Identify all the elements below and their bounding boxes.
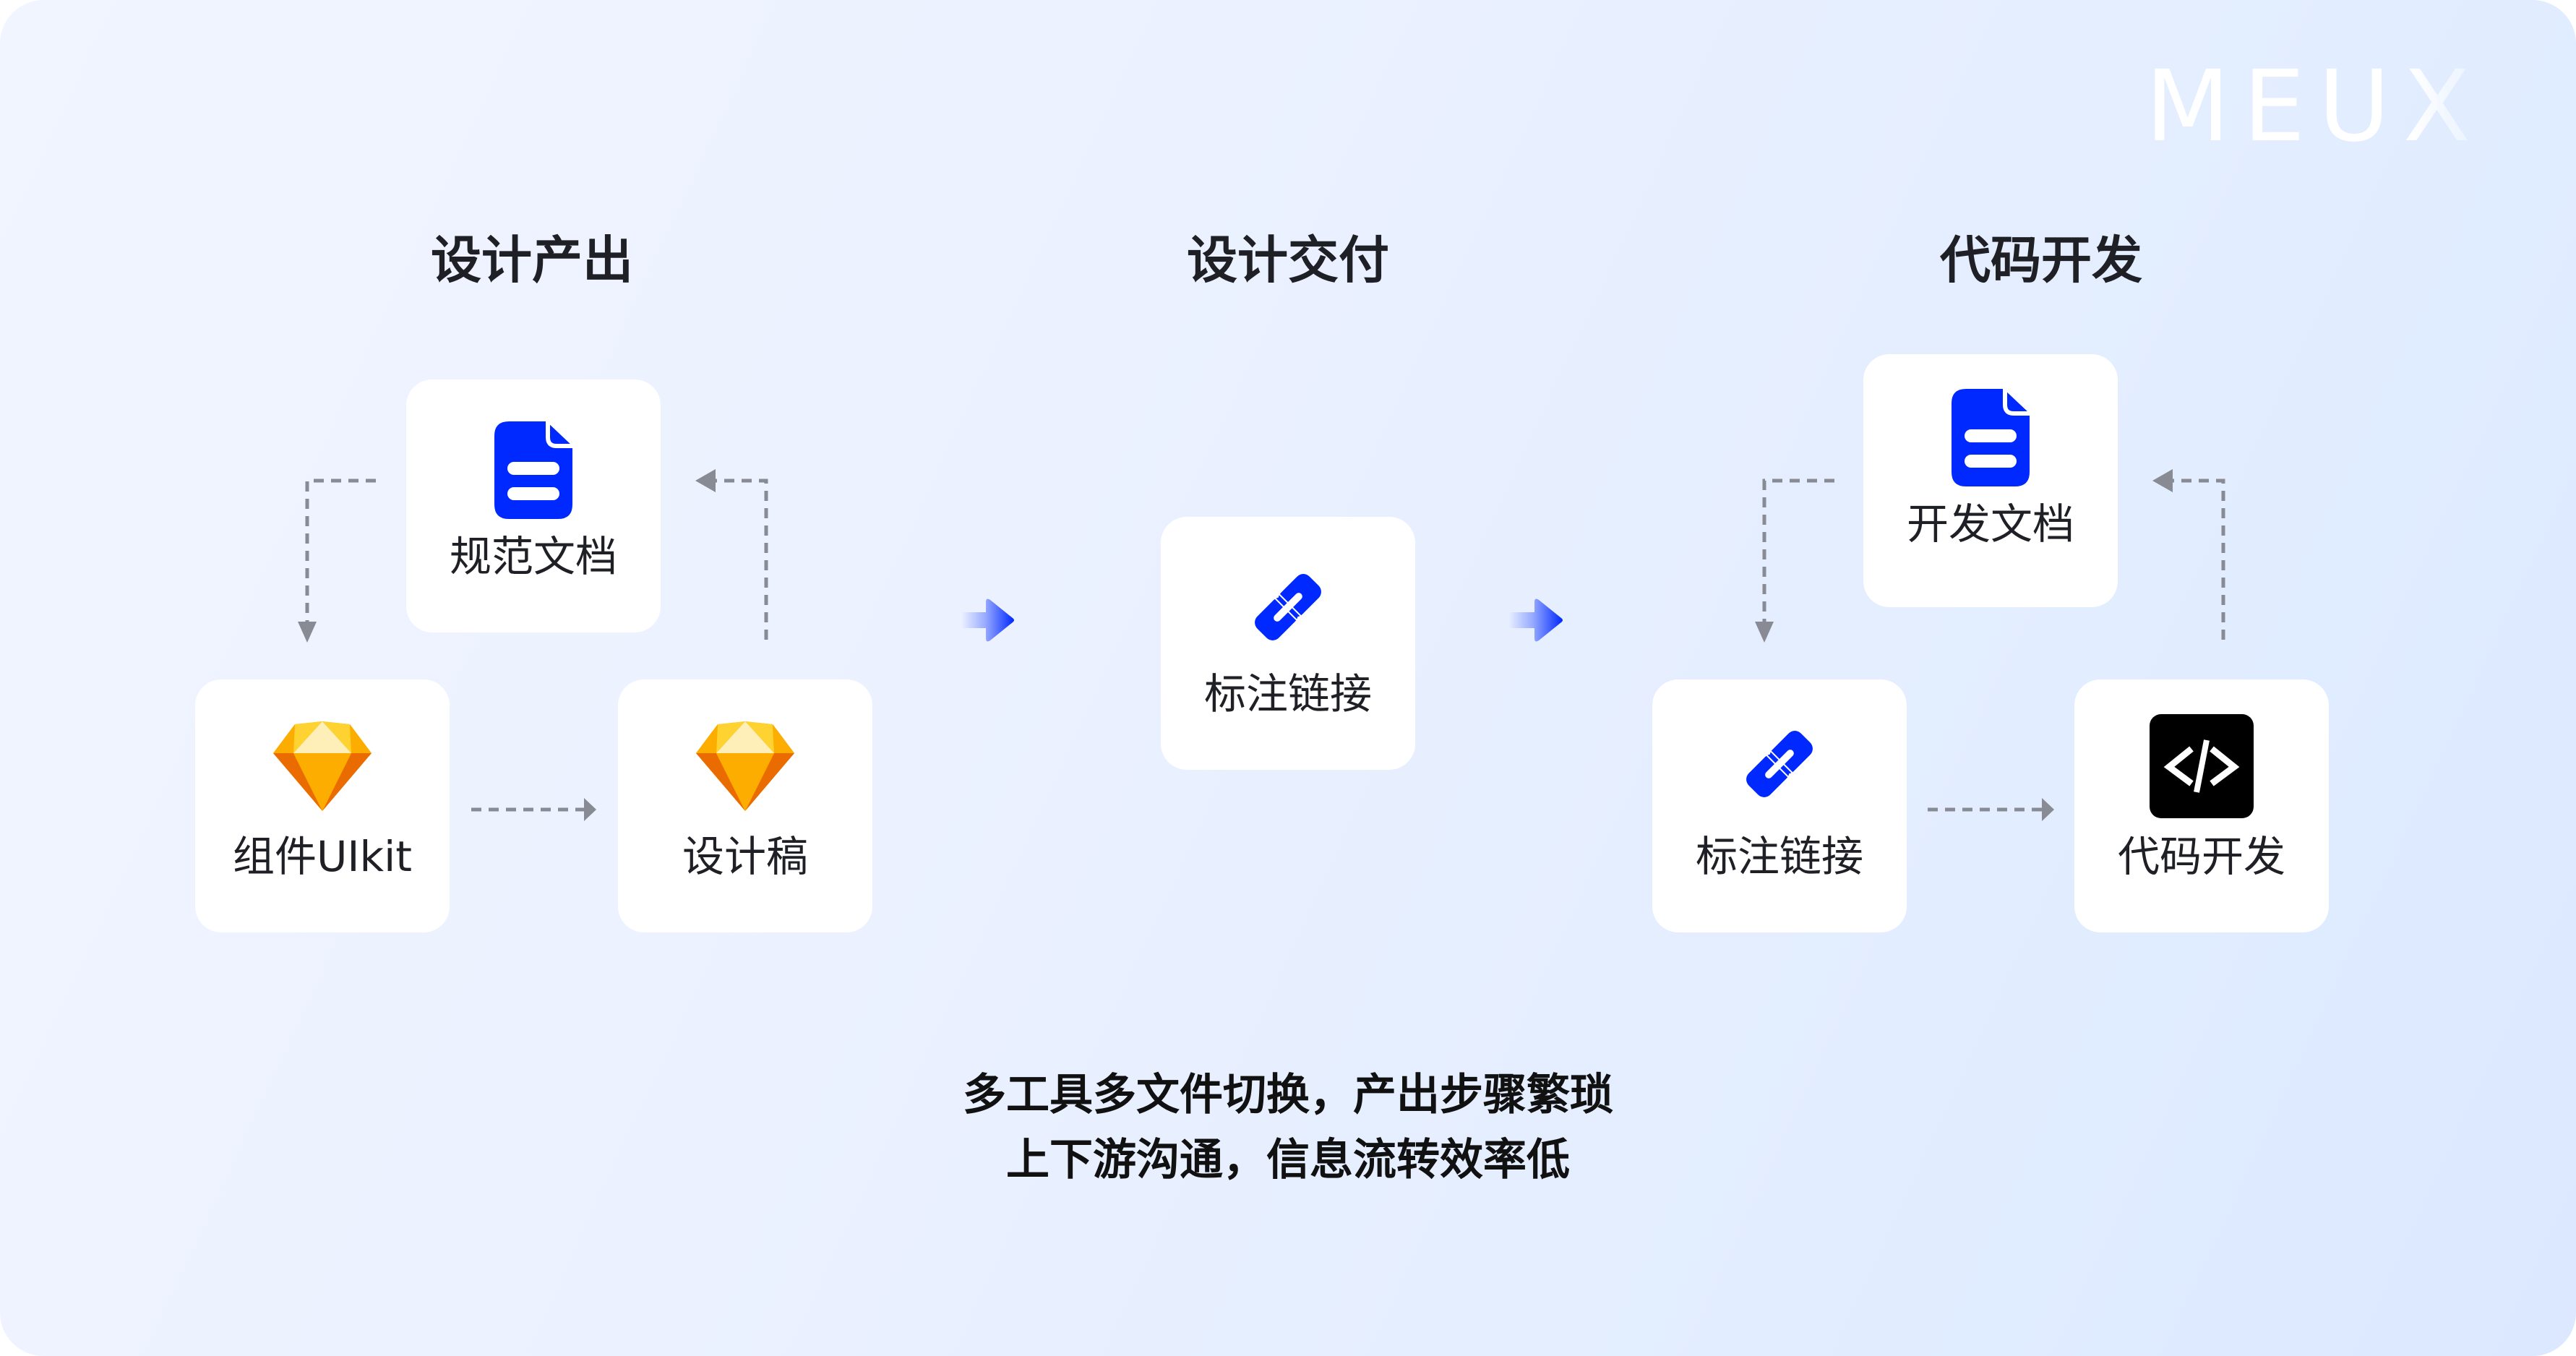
- link-icon: [1746, 731, 1813, 797]
- arrowhead-down-icon: [298, 622, 317, 643]
- card-label: 规范文档: [449, 532, 617, 581]
- card-component-uikit[interactable]: 组件UIkit: [195, 679, 450, 932]
- card-annotation-link-delivery[interactable]: 标注链接: [1161, 517, 1415, 770]
- document-icon: [494, 421, 572, 519]
- stage-title-code-dev: 代码开发: [1940, 231, 2142, 290]
- card-code-dev[interactable]: 代码开发: [2074, 679, 2329, 932]
- arrowhead-left-icon: [695, 469, 716, 492]
- card-spec-doc[interactable]: 规范文档: [406, 379, 661, 632]
- card-label: 组件UIkit: [232, 832, 412, 881]
- flow-arrow-icon: [961, 598, 1014, 642]
- card-dev-doc[interactable]: 开发文档: [1863, 354, 2118, 607]
- dashed-connector-spec-to-kit: [305, 479, 376, 629]
- summary-line-2: 上下游沟通，信息流转效率低: [1006, 1135, 1570, 1185]
- dashed-connector-draft-to-spec: [712, 479, 768, 640]
- arrowhead-left-icon: [2152, 469, 2173, 492]
- summary-line-1: 多工具多文件切换，产出步骤繁琐: [963, 1070, 1613, 1120]
- arrowhead-down-icon: [1755, 622, 1774, 643]
- meux-logo: MEUX: [2145, 50, 2483, 164]
- card-design-draft[interactable]: 设计稿: [618, 679, 872, 932]
- card-label: 标注链接: [1695, 832, 1863, 881]
- document-icon: [1952, 389, 2030, 486]
- card-label: 开发文档: [1906, 499, 2074, 549]
- arrowhead-right-icon: [2042, 798, 2054, 821]
- code-icon: [2150, 714, 2254, 818]
- stage-title-design-output: 设计产出: [431, 231, 633, 290]
- card-label: 代码开发: [2117, 832, 2285, 881]
- dashed-connector-devdoc-to-link: [1762, 479, 1834, 629]
- card-label: 设计稿: [682, 832, 808, 881]
- dashed-connector-code-to-devdoc: [2168, 479, 2225, 640]
- summary-text: 多工具多文件切换，产出步骤繁琐 上下游沟通，信息流转效率低: [0, 1063, 2576, 1193]
- card-annotation-link-dev[interactable]: 标注链接: [1652, 679, 1907, 932]
- stage-title-design-delivery: 设计交付: [1187, 231, 1389, 290]
- link-icon: [1255, 574, 1321, 640]
- flow-arrow-icon: [1508, 598, 1563, 642]
- arrowhead-right-icon: [584, 798, 596, 821]
- card-label: 标注链接: [1203, 669, 1372, 718]
- sketch-gem-icon: [696, 721, 794, 811]
- sketch-gem-icon: [273, 721, 372, 811]
